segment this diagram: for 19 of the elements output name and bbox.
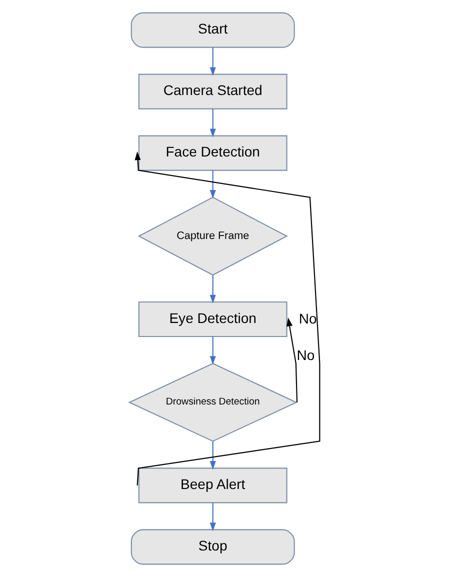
arrow [210, 336, 216, 365]
arrow [134, 151, 320, 486]
node-box: Eye Detection [138, 301, 288, 338]
node-box: Start [130, 12, 295, 48]
edge-label: No [296, 346, 315, 363]
arrow [210, 502, 216, 532]
node-box: Camera Started [138, 74, 288, 110]
node-diamond: Capture Frame [138, 196, 288, 276]
node-box: Stop [130, 529, 295, 565]
arrow [210, 108, 216, 138]
node-box: Face Detection [138, 135, 288, 171]
node-box: Beep Alert [138, 468, 288, 504]
node-diamond: Drowsiness Detection [128, 362, 298, 442]
arrow [210, 170, 216, 199]
edge-label: No [298, 310, 317, 326]
arrow [286, 318, 298, 402]
arrow [210, 275, 216, 304]
arrow [210, 442, 216, 470]
arrow [210, 47, 216, 76]
